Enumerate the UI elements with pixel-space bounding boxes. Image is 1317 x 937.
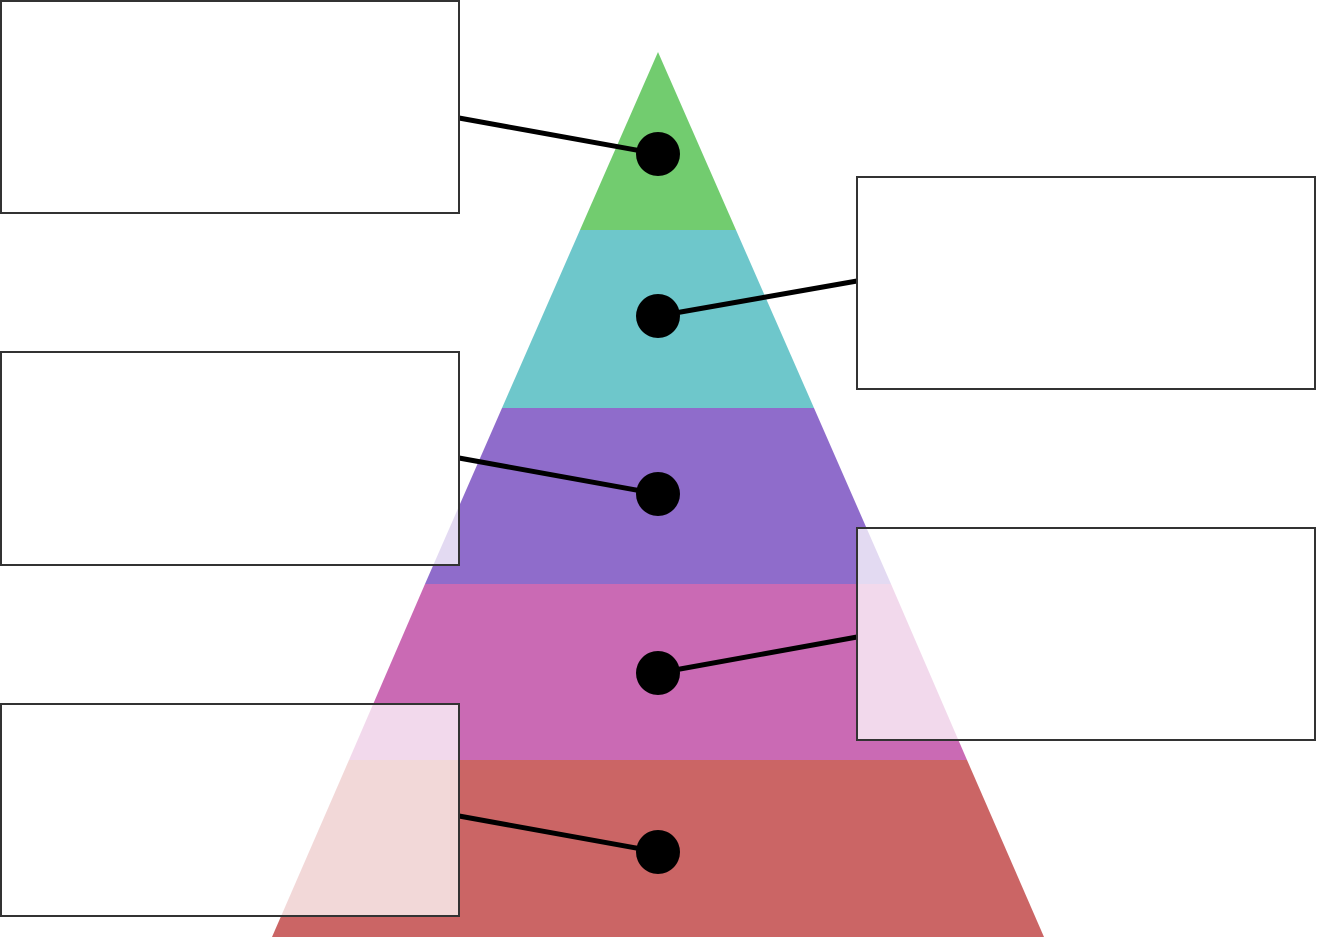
tier-marker-dot-5 — [636, 830, 680, 874]
tier-marker-dot-4 — [636, 651, 680, 695]
tier-marker-dot-2 — [636, 294, 680, 338]
callout-box-2[interactable] — [856, 176, 1316, 390]
connector-line-3 — [458, 455, 659, 497]
connector-line-1 — [458, 115, 659, 157]
tier-marker-dot-3 — [636, 472, 680, 516]
connector-line-4 — [657, 634, 858, 676]
callout-box-1[interactable] — [0, 0, 460, 214]
tier-marker-dot-1 — [636, 132, 680, 176]
connector-line-2 — [657, 278, 858, 319]
callout-box-4[interactable] — [856, 527, 1316, 741]
callout-box-5[interactable] — [0, 703, 460, 917]
callout-box-3[interactable] — [0, 351, 460, 566]
connector-line-5 — [458, 813, 659, 855]
